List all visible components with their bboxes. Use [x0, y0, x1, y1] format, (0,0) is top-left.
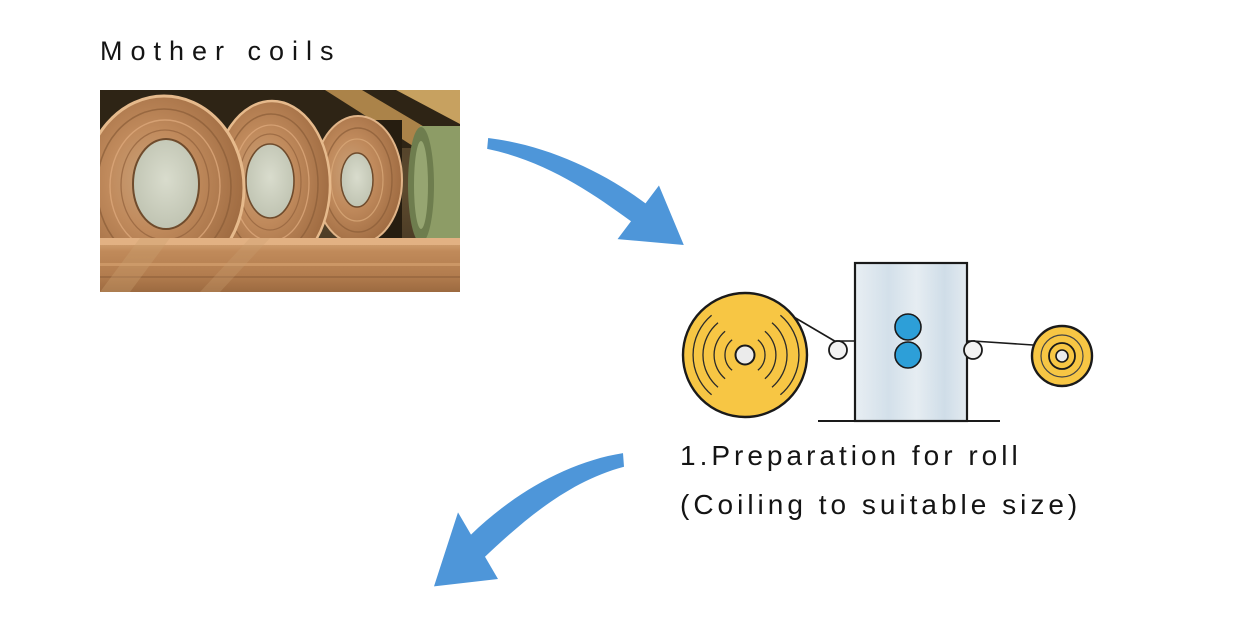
- work-roller-top: [894, 313, 922, 341]
- photo-beam-light: [396, 90, 460, 124]
- mother-coils-label: Mother coils: [100, 36, 342, 66]
- guide-roller-left: [828, 340, 848, 360]
- takeup-coil: [1030, 324, 1094, 388]
- copper-sheet: [100, 238, 460, 292]
- step1-caption-line2: (Coiling to suitable size): [680, 489, 1082, 520]
- step1-caption-line1: 1.Preparation for roll: [680, 440, 1022, 471]
- guide-roller-right: [963, 340, 983, 360]
- copper-coil-back: [313, 115, 403, 245]
- curved-arrow-down-right-icon: [487, 137, 684, 246]
- work-roller-bottom: [894, 341, 922, 369]
- payoff-coil: [681, 291, 809, 419]
- step1-caption: 1.Preparation for roll (Coiling to suita…: [680, 440, 1081, 538]
- curved-arrow-down-left-icon: [434, 453, 624, 587]
- green-coil: [408, 126, 460, 244]
- copper-coil-front: [100, 94, 246, 282]
- coil-preparation-diagram: [681, 261, 1094, 423]
- mother-coils-photo: [100, 90, 460, 292]
- mother-coils-photo-image: [100, 90, 460, 292]
